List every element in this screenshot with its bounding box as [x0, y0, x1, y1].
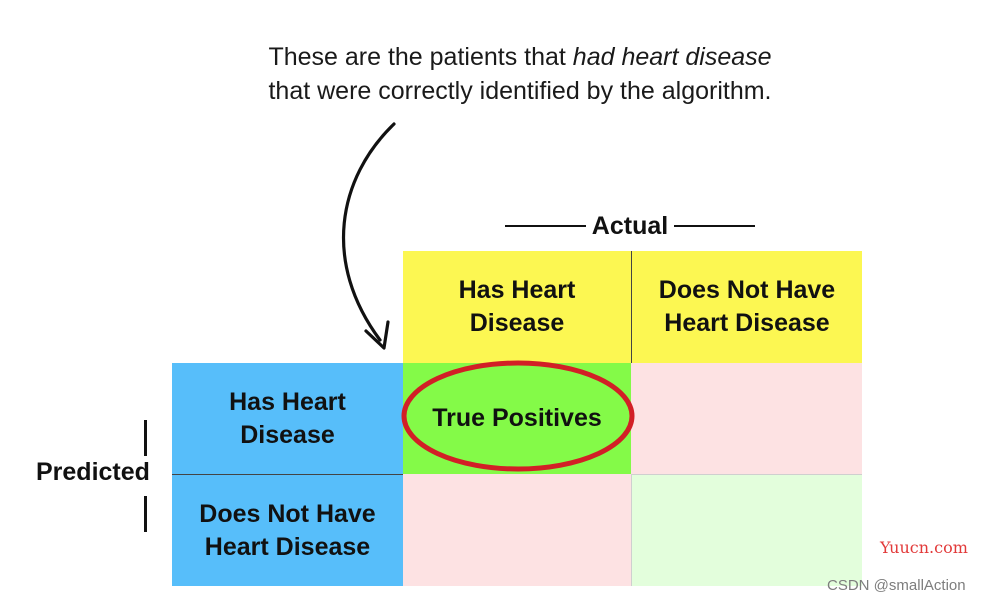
- column-header-label: Does Not Have Heart Disease: [658, 276, 836, 337]
- column-header-has-heart-disease: Has Heart Disease: [403, 251, 631, 363]
- row-header-label: Has Heart Disease: [229, 387, 346, 449]
- true-positives-label: True Positives: [432, 404, 602, 432]
- predicted-tick-bottom: [144, 496, 147, 532]
- predicted-axis-label: Predicted: [22, 414, 172, 534]
- row-header-label: Does Not Have Heart Disease: [199, 499, 376, 561]
- actual-label: Actual: [591, 211, 669, 240]
- actual-rule-left: [505, 225, 586, 227]
- caption: These are the patients that had heart di…: [200, 40, 840, 108]
- site-watermark: Yuucn.com: [880, 538, 968, 557]
- true-positives-cell: True Positives: [403, 363, 631, 474]
- true-negatives-cell: [631, 474, 862, 586]
- actual-rule-right: [674, 225, 755, 227]
- row-header-has-heart-disease: Has Heart Disease: [172, 363, 403, 474]
- predicted-tick-top: [144, 420, 147, 456]
- column-header-label: Has Heart Disease: [458, 276, 576, 337]
- false-positives-cell: [631, 363, 862, 474]
- caption-part1: These are the patients that: [268, 43, 573, 71]
- caption-line2: that were correctly identified by the al…: [268, 77, 772, 105]
- credit-watermark: CSDN @smallAction: [827, 577, 966, 594]
- false-negatives-cell: [403, 474, 631, 586]
- row-header-no-heart-disease: Does Not Have Heart Disease: [172, 474, 403, 586]
- predicted-label: Predicted: [36, 458, 150, 486]
- caption-emphasis: had heart disease: [572, 43, 772, 71]
- actual-axis-label: Actual: [505, 208, 755, 244]
- column-header-no-heart-disease: Does Not Have Heart Disease: [631, 251, 862, 363]
